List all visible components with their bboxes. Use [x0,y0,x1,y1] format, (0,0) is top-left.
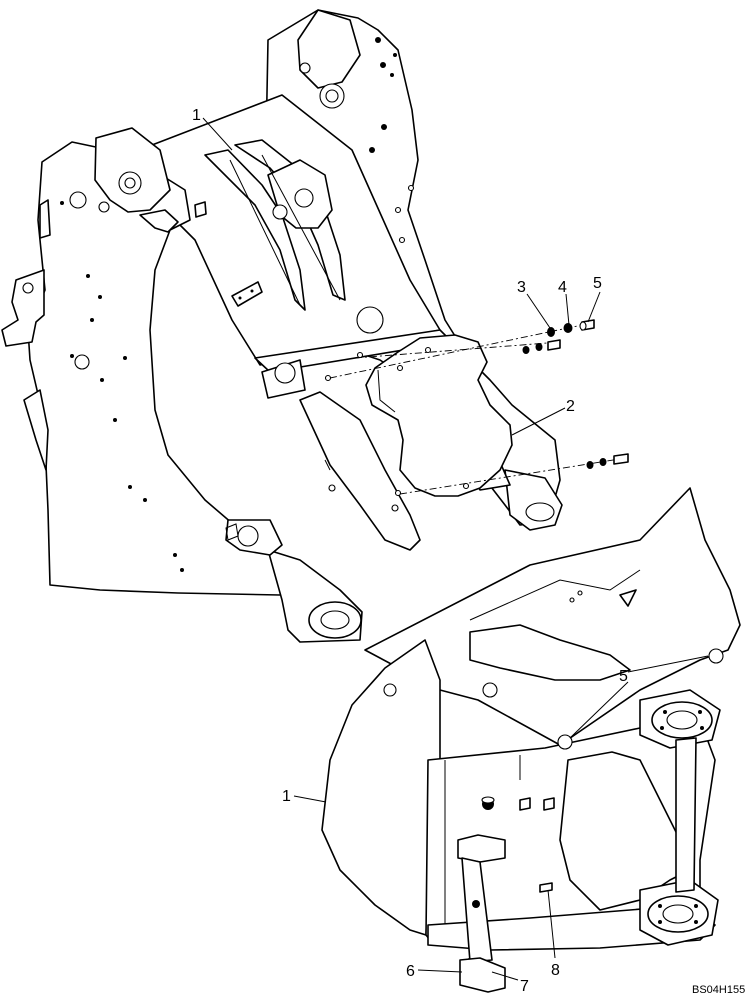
callout-5-bolt-upper: 5 [593,275,602,292]
callouts: 1 2 3 4 5 5 1 6 7 8 [192,107,628,995]
mounting-bracket [457,796,555,993]
leader-lines [202,117,709,981]
callout-4-nut: 4 [558,279,567,296]
rear-frame [321,487,741,951]
callout-1-front-frame: 1 [192,107,201,124]
callout-5-plug-lower: 5 [619,668,628,685]
front-frame [1,9,563,643]
callout-8-screw: 8 [551,962,560,979]
callout-2-pivot-pad: 2 [566,398,575,415]
callout-1-rear-frame: 1 [282,788,291,805]
callout-7-grease-fitting: 7 [520,978,529,995]
figure-code: BS04H155 [692,984,745,996]
fastener-hardware-upper [522,319,629,469]
center-pivot-pad [324,334,513,497]
callout-6-bracket: 6 [406,963,415,980]
callout-3-washer: 3 [517,279,526,296]
